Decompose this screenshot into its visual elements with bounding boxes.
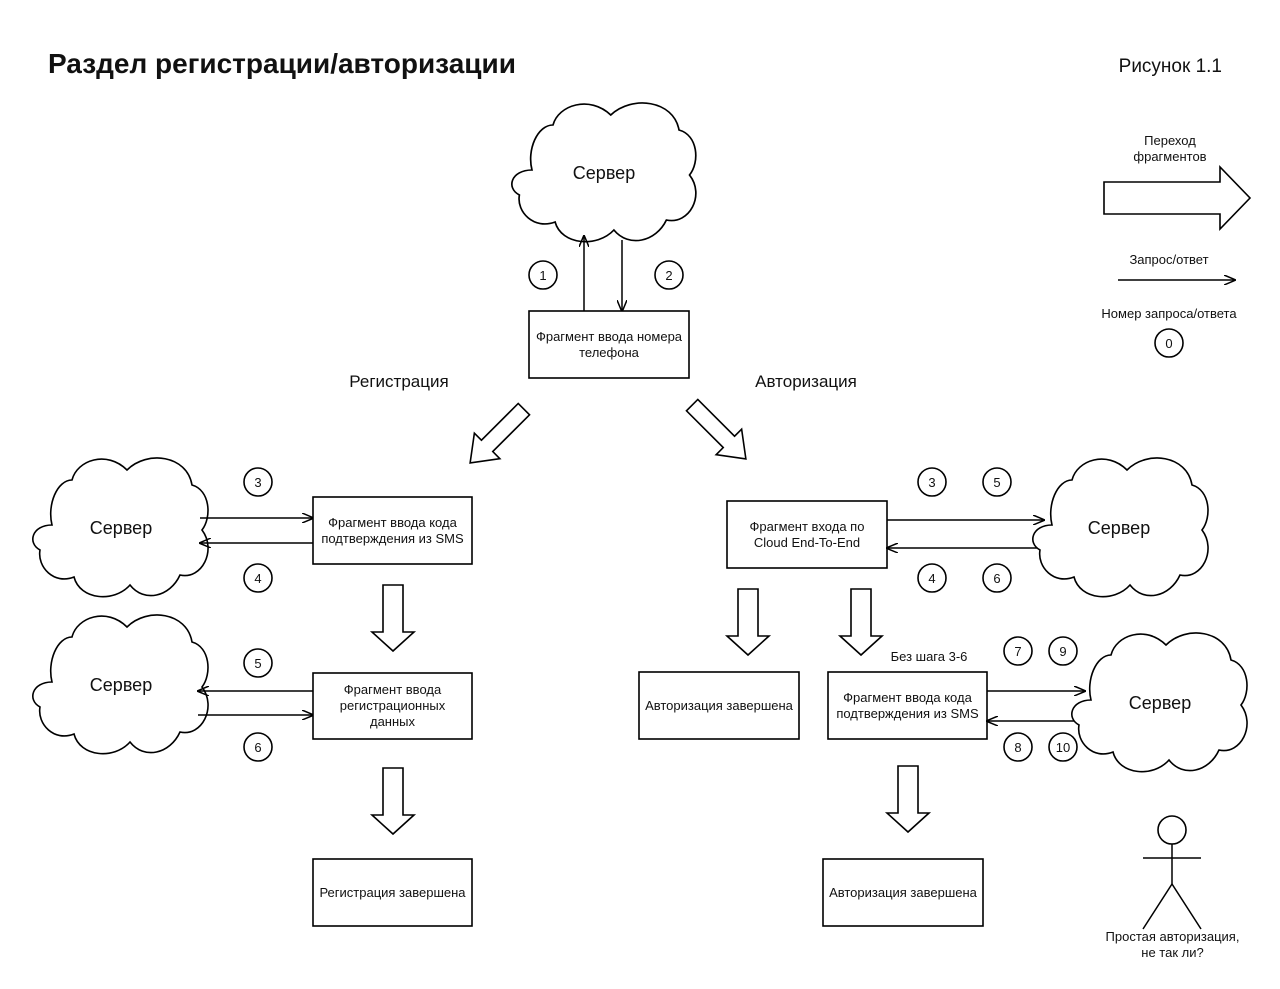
figure-label: Рисунок 1.1 bbox=[1119, 56, 1222, 77]
step-number: 9 bbox=[1059, 644, 1066, 659]
server-label: Сервер bbox=[573, 163, 635, 183]
legend-number-badge: 0 bbox=[1154, 328, 1184, 358]
server-cloud-registration-1: Сервер bbox=[32, 457, 209, 598]
fragment-transition-arrow-down-right bbox=[685, 398, 747, 460]
fragment-transition-arrow-down bbox=[369, 584, 417, 653]
section-label-registration: Регистрация bbox=[349, 372, 448, 391]
server-label: Сервер bbox=[1129, 693, 1191, 713]
box-label: Регистрация завершена bbox=[319, 884, 466, 900]
fragment-box-authorization-done-cloud: Авторизация завершена bbox=[638, 671, 800, 740]
page-title: Раздел регистрации/авторизации bbox=[48, 48, 516, 79]
step-number-badge: 2 bbox=[654, 260, 684, 290]
fragment-transition-arrow-down bbox=[369, 767, 417, 836]
step-number: 5 bbox=[254, 656, 261, 671]
fragment-transition-arrow-down bbox=[837, 588, 885, 657]
step-number: 3 bbox=[254, 475, 261, 490]
server-label: Сервер bbox=[90, 675, 152, 695]
step-number: 10 bbox=[1056, 740, 1070, 755]
fragment-box-phone-input: Фрагмент ввода номера телефона bbox=[528, 310, 690, 379]
step-number: 6 bbox=[993, 571, 1000, 586]
step-number-badge: 8 bbox=[1003, 732, 1033, 762]
step-number-badge: 9 bbox=[1048, 636, 1078, 666]
fragment-transition-arrow-down-left bbox=[469, 402, 531, 464]
step-number-badge: 6 bbox=[982, 563, 1012, 593]
server-cloud-authorization-2: Сервер bbox=[1071, 632, 1248, 773]
box-label: Фрагмент ввода кода подтверждения из SMS bbox=[321, 514, 464, 546]
box-label: Авторизация завершена bbox=[829, 884, 977, 900]
step-number-badge: 7 bbox=[1003, 636, 1033, 666]
fragment-box-registration-sms-code: Фрагмент ввода кода подтверждения из SMS bbox=[312, 496, 473, 565]
stick-figure-caption: Простая авторизация, не так ли? bbox=[1105, 929, 1240, 960]
fragment-box-authorization-sms-code: Фрагмент ввода кода подтверждения из SMS bbox=[827, 671, 988, 740]
step-number: 4 bbox=[254, 571, 261, 586]
step-number: 4 bbox=[928, 571, 935, 586]
step-number: 8 bbox=[1014, 740, 1021, 755]
step-number: 1 bbox=[539, 268, 546, 283]
step-number-badge: 5 bbox=[243, 648, 273, 678]
step-number: 3 bbox=[928, 475, 935, 490]
server-label: Сервер bbox=[1088, 518, 1150, 538]
box-label: Фрагмент ввода кода подтверждения из SMS bbox=[836, 689, 979, 721]
box-label: Авторизация завершена bbox=[645, 697, 793, 713]
fragment-box-registration-done: Регистрация завершена bbox=[312, 858, 473, 927]
fragment-box-cloud-login: Фрагмент входа по Cloud End-To-End bbox=[726, 500, 888, 569]
server-cloud-top: Сервер bbox=[511, 102, 697, 243]
legend-fragment-transition-arrow bbox=[1103, 165, 1252, 231]
fragment-transition-arrow-down bbox=[884, 765, 932, 834]
box-label: Фрагмент ввода номера телефона bbox=[535, 328, 683, 360]
skip-steps-note: Без шага 3-6 bbox=[891, 649, 968, 664]
fragment-box-authorization-done: Авторизация завершена bbox=[822, 858, 984, 927]
step-number-badge: 5 bbox=[982, 467, 1012, 497]
legend-request-number-label: Номер запроса/ответа bbox=[1101, 306, 1237, 321]
box-label: Фрагмент входа по Cloud End-To-End bbox=[749, 518, 865, 550]
section-label-authorization: Авторизация bbox=[755, 372, 857, 391]
step-number: 0 bbox=[1165, 336, 1172, 351]
step-number: 6 bbox=[254, 740, 261, 755]
server-cloud-registration-2: Сервер bbox=[32, 614, 209, 755]
box-label: Фрагмент ввода регистрационных данных bbox=[339, 682, 446, 729]
step-number-badge: 3 bbox=[917, 467, 947, 497]
server-label: Сервер bbox=[90, 518, 152, 538]
step-number-badge: 6 bbox=[243, 732, 273, 762]
step-number-badge: 1 bbox=[528, 260, 558, 290]
fragment-transition-arrow-down bbox=[724, 588, 772, 657]
step-number-badge: 4 bbox=[917, 563, 947, 593]
fragment-box-registration-data: Фрагмент ввода регистрационных данных bbox=[312, 672, 473, 740]
step-number-badge: 10 bbox=[1048, 732, 1078, 762]
legend-request-response-label: Запрос/ответ bbox=[1129, 252, 1208, 267]
step-number: 2 bbox=[665, 268, 672, 283]
step-number: 7 bbox=[1014, 644, 1021, 659]
server-cloud-authorization-1: Сервер bbox=[1032, 457, 1209, 598]
step-number-badge: 3 bbox=[243, 467, 273, 497]
step-number-badge: 4 bbox=[243, 563, 273, 593]
step-number: 5 bbox=[993, 475, 1000, 490]
stick-figure-icon bbox=[1142, 815, 1202, 930]
legend-fragment-transition-label: Переход фрагментов bbox=[1133, 133, 1207, 164]
